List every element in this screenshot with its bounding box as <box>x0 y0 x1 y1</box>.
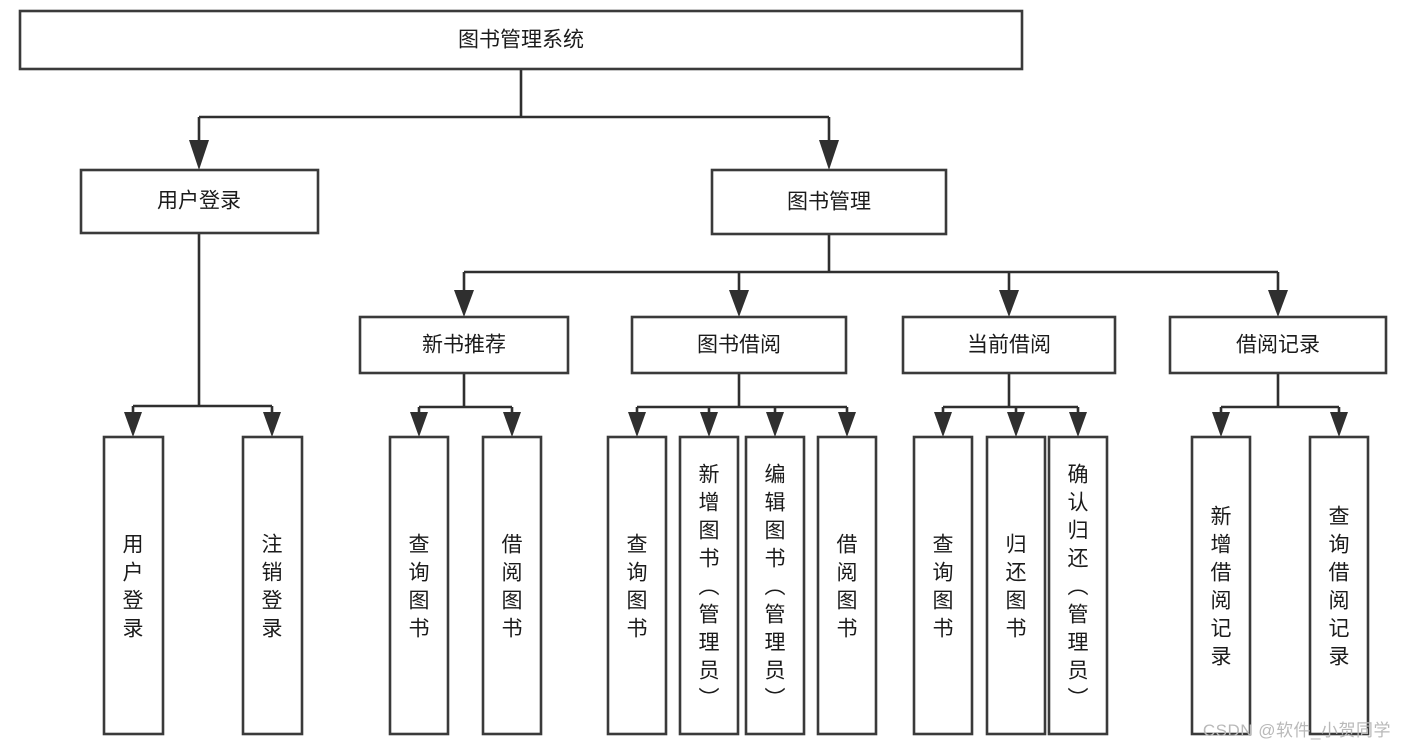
arrow-head-current-borrow <box>999 290 1019 317</box>
node-book-manage-label: 图书管理 <box>787 191 871 214</box>
leaf-query-book-1-label: 查询图书 <box>409 533 430 640</box>
node-new-book-rec-box[interactable] <box>358 315 570 375</box>
leaf-user-login-label: 用户登录 <box>123 533 144 640</box>
leaf-query-record[interactable]: 查询借阅记录 <box>1308 435 1370 736</box>
leaf-borrow-book-2-box[interactable] <box>816 435 878 736</box>
leaf-query-record-label: 查询借阅记录 <box>1329 505 1350 668</box>
arrow-head-leaf-query-record <box>1330 412 1348 437</box>
node-new-book-rec[interactable]: 新书推荐 <box>358 315 570 375</box>
leaf-query-book-3[interactable]: 查询图书 <box>912 435 974 736</box>
leaf-query-book-3-label: 查询图书 <box>933 533 954 640</box>
leaf-logout-box[interactable] <box>241 435 304 736</box>
node-borrow-record-box[interactable] <box>1168 315 1388 375</box>
leaf-logout[interactable]: 注销登录 <box>241 435 304 736</box>
leaf-edit-book-box[interactable] <box>744 435 806 736</box>
arrow-head-leaf-borrow-book-1 <box>503 412 521 437</box>
node-current-borrow-label: 当前借阅 <box>967 334 1051 357</box>
arrow-head-leaf-user-login <box>124 412 142 437</box>
arrow-head-user-login <box>189 140 209 170</box>
node-borrow-record-label: 借阅记录 <box>1236 334 1320 357</box>
node-user-login[interactable]: 用户登录 <box>79 168 320 235</box>
arrow-head-new-book-rec <box>454 290 474 317</box>
node-new-book-rec-label: 新书推荐 <box>422 334 506 357</box>
leaf-add-book-box[interactable] <box>678 435 740 736</box>
arrow-head-leaf-logout <box>263 412 281 437</box>
watermark: CSDN @软件_小贺同学 <box>1202 721 1391 740</box>
arrow-head-leaf-add-book <box>700 412 718 437</box>
leaf-query-record-box[interactable] <box>1308 435 1370 736</box>
leaf-query-book-1-box[interactable] <box>388 435 450 736</box>
leaf-add-book-label: 新增图书︵管理员︶ <box>699 463 720 710</box>
leaf-user-login-box[interactable] <box>102 435 165 736</box>
node-root[interactable]: 图书管理系统 <box>18 9 1024 71</box>
leaf-edit-book[interactable]: 编辑图书︵管理员︶ <box>744 435 806 736</box>
leaf-return-book[interactable]: 归还图书 <box>985 435 1047 736</box>
leaf-confirm-return-box[interactable] <box>1047 435 1109 736</box>
node-book-borrow-box[interactable] <box>630 315 848 375</box>
leaf-borrow-book-1-box[interactable] <box>481 435 543 736</box>
leaf-borrow-book-2-label: 借阅图书 <box>837 533 858 640</box>
leaf-borrow-book-1[interactable]: 借阅图书 <box>481 435 543 736</box>
node-book-manage-box[interactable] <box>710 168 948 236</box>
leaf-logout-label: 注销登录 <box>262 533 283 640</box>
node-root-box[interactable] <box>18 9 1024 71</box>
node-user-login-box[interactable] <box>79 168 320 235</box>
connector-layer <box>124 69 1348 437</box>
leaf-add-record-box[interactable] <box>1190 435 1252 736</box>
arrow-head-leaf-edit-book <box>766 412 784 437</box>
node-borrow-record[interactable]: 借阅记录 <box>1168 315 1388 375</box>
leaf-add-record-label: 新增借阅记录 <box>1211 505 1232 668</box>
leaf-user-login[interactable]: 用户登录 <box>102 435 165 736</box>
arrow-head-leaf-query-book-2 <box>628 412 646 437</box>
node-book-borrow-label: 图书借阅 <box>697 334 781 357</box>
leaf-confirm-return[interactable]: 确认归还︵管理员︶ <box>1047 435 1109 736</box>
node-user-login-label: 用户登录 <box>157 190 241 213</box>
leaf-borrow-book-2[interactable]: 借阅图书 <box>816 435 878 736</box>
leaf-add-record[interactable]: 新增借阅记录 <box>1190 435 1252 736</box>
node-book-manage[interactable]: 图书管理 <box>710 168 948 236</box>
arrow-head-leaf-borrow-book-2 <box>838 412 856 437</box>
leaf-query-book-2-box[interactable] <box>606 435 668 736</box>
node-current-borrow-box[interactable] <box>901 315 1117 375</box>
leaf-add-book[interactable]: 新增图书︵管理员︶ <box>678 435 740 736</box>
node-current-borrow[interactable]: 当前借阅 <box>901 315 1117 375</box>
leaf-query-book-1[interactable]: 查询图书 <box>388 435 450 736</box>
leaf-return-book-box[interactable] <box>985 435 1047 736</box>
leaf-query-book-2[interactable]: 查询图书 <box>606 435 668 736</box>
leaf-return-book-label: 归还图书 <box>1006 533 1027 640</box>
leaf-confirm-return-label: 确认归还︵管理员︶ <box>1068 463 1089 710</box>
arrow-head-leaf-confirm-return <box>1069 412 1087 437</box>
arrow-head-borrow-record <box>1268 290 1288 317</box>
node-root-label: 图书管理系统 <box>458 29 584 52</box>
leaf-edit-book-label: 编辑图书︵管理员︶ <box>765 463 786 710</box>
arrow-head-leaf-return-book <box>1007 412 1025 437</box>
arrow-head-leaf-query-book-3 <box>934 412 952 437</box>
arrow-head-book-borrow <box>729 290 749 317</box>
leaf-query-book-3-box[interactable] <box>912 435 974 736</box>
arrow-head-leaf-add-record <box>1212 412 1230 437</box>
node-book-borrow[interactable]: 图书借阅 <box>630 315 848 375</box>
arrow-head-leaf-query-book-1 <box>410 412 428 437</box>
leaf-borrow-book-1-label: 借阅图书 <box>502 533 523 640</box>
leaf-query-book-2-label: 查询图书 <box>627 533 648 640</box>
arrow-head-book-manage <box>819 140 839 170</box>
